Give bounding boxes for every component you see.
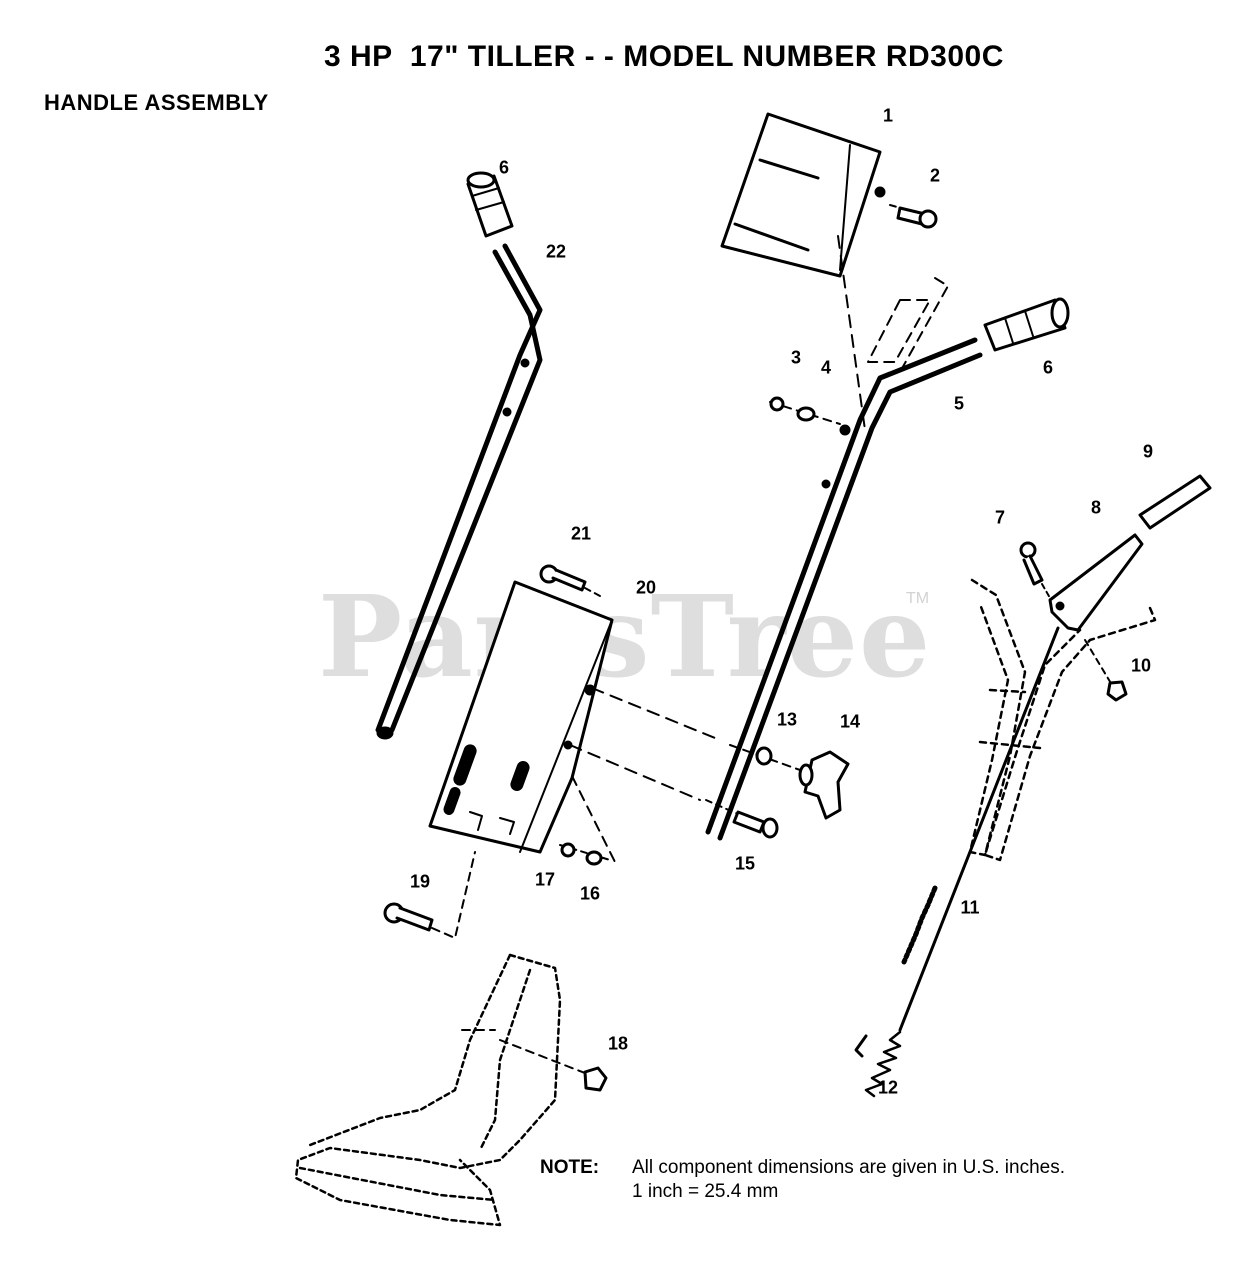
callout-15: 15 — [734, 853, 756, 874]
callout-6-right-grip: 6 — [1042, 357, 1054, 378]
callout-1: 1 — [882, 105, 894, 126]
part-19-bolt — [383, 851, 476, 939]
part-21-bolt — [539, 564, 601, 597]
part-7-bolt — [1019, 541, 1051, 599]
part-6-right-grip — [983, 297, 1070, 352]
callout-9: 9 — [1142, 441, 1154, 462]
callout-20: 20 — [635, 577, 657, 598]
callout-11: 11 — [960, 897, 980, 918]
callout-10: 10 — [1130, 655, 1152, 676]
note-line-1: All component dimensions are given in U.… — [632, 1157, 1066, 1178]
note-line-2: 1 inch = 25.4 mm — [632, 1181, 779, 1202]
callout-2: 2 — [929, 165, 941, 186]
part-8-lever — [1048, 533, 1144, 632]
section-title: HANDLE ASSEMBLY — [44, 90, 269, 115]
callout-17: 17 — [534, 869, 556, 890]
base-bracket-outline — [294, 953, 562, 1227]
part-10-nut — [1084, 639, 1128, 702]
callout-12: 12 — [877, 1077, 899, 1098]
callout-16: 16 — [579, 883, 601, 904]
part-13-14-washer-knob — [729, 744, 850, 820]
callout-22: 22 — [545, 241, 567, 262]
lower-handle-outline — [968, 578, 1157, 862]
watermark-trademark: TM — [906, 590, 930, 607]
part-6-left-grip — [466, 171, 514, 238]
note-label: NOTE: — [540, 1157, 600, 1178]
callout-18: 18 — [607, 1033, 629, 1054]
part-22-left-handle — [375, 243, 543, 740]
part-15-screw — [705, 799, 779, 839]
part-12-spring — [854, 1030, 902, 1098]
callout-13: 13 — [776, 709, 798, 730]
callout-5: 5 — [953, 393, 965, 414]
part-16-17-nut-washer — [559, 842, 611, 866]
part-1-panel — [720, 112, 886, 431]
callout-19: 19 — [409, 871, 431, 892]
callout-6-left-grip: 6 — [498, 157, 510, 178]
callout-21: 21 — [570, 523, 592, 544]
part-9-lever-grip — [1138, 474, 1212, 530]
part-3-4-nut-washer — [769, 396, 841, 425]
callout-3: 3 — [790, 347, 802, 368]
part-18-nut — [583, 1066, 608, 1092]
diagram-title: 3 HP 17" TILLER - - MODEL NUMBER RD300C — [324, 40, 1004, 73]
part-5-right-handle — [705, 277, 983, 841]
callout-4: 4 — [820, 357, 832, 378]
callout-7: 7 — [994, 507, 1006, 528]
callout-14: 14 — [839, 711, 861, 732]
watermark-text: PartsTree — [318, 572, 932, 703]
part-2-screw — [889, 204, 938, 229]
part-11-control-rod — [898, 626, 1060, 1032]
callout-8: 8 — [1090, 497, 1102, 518]
part-20-bracket — [428, 580, 614, 854]
